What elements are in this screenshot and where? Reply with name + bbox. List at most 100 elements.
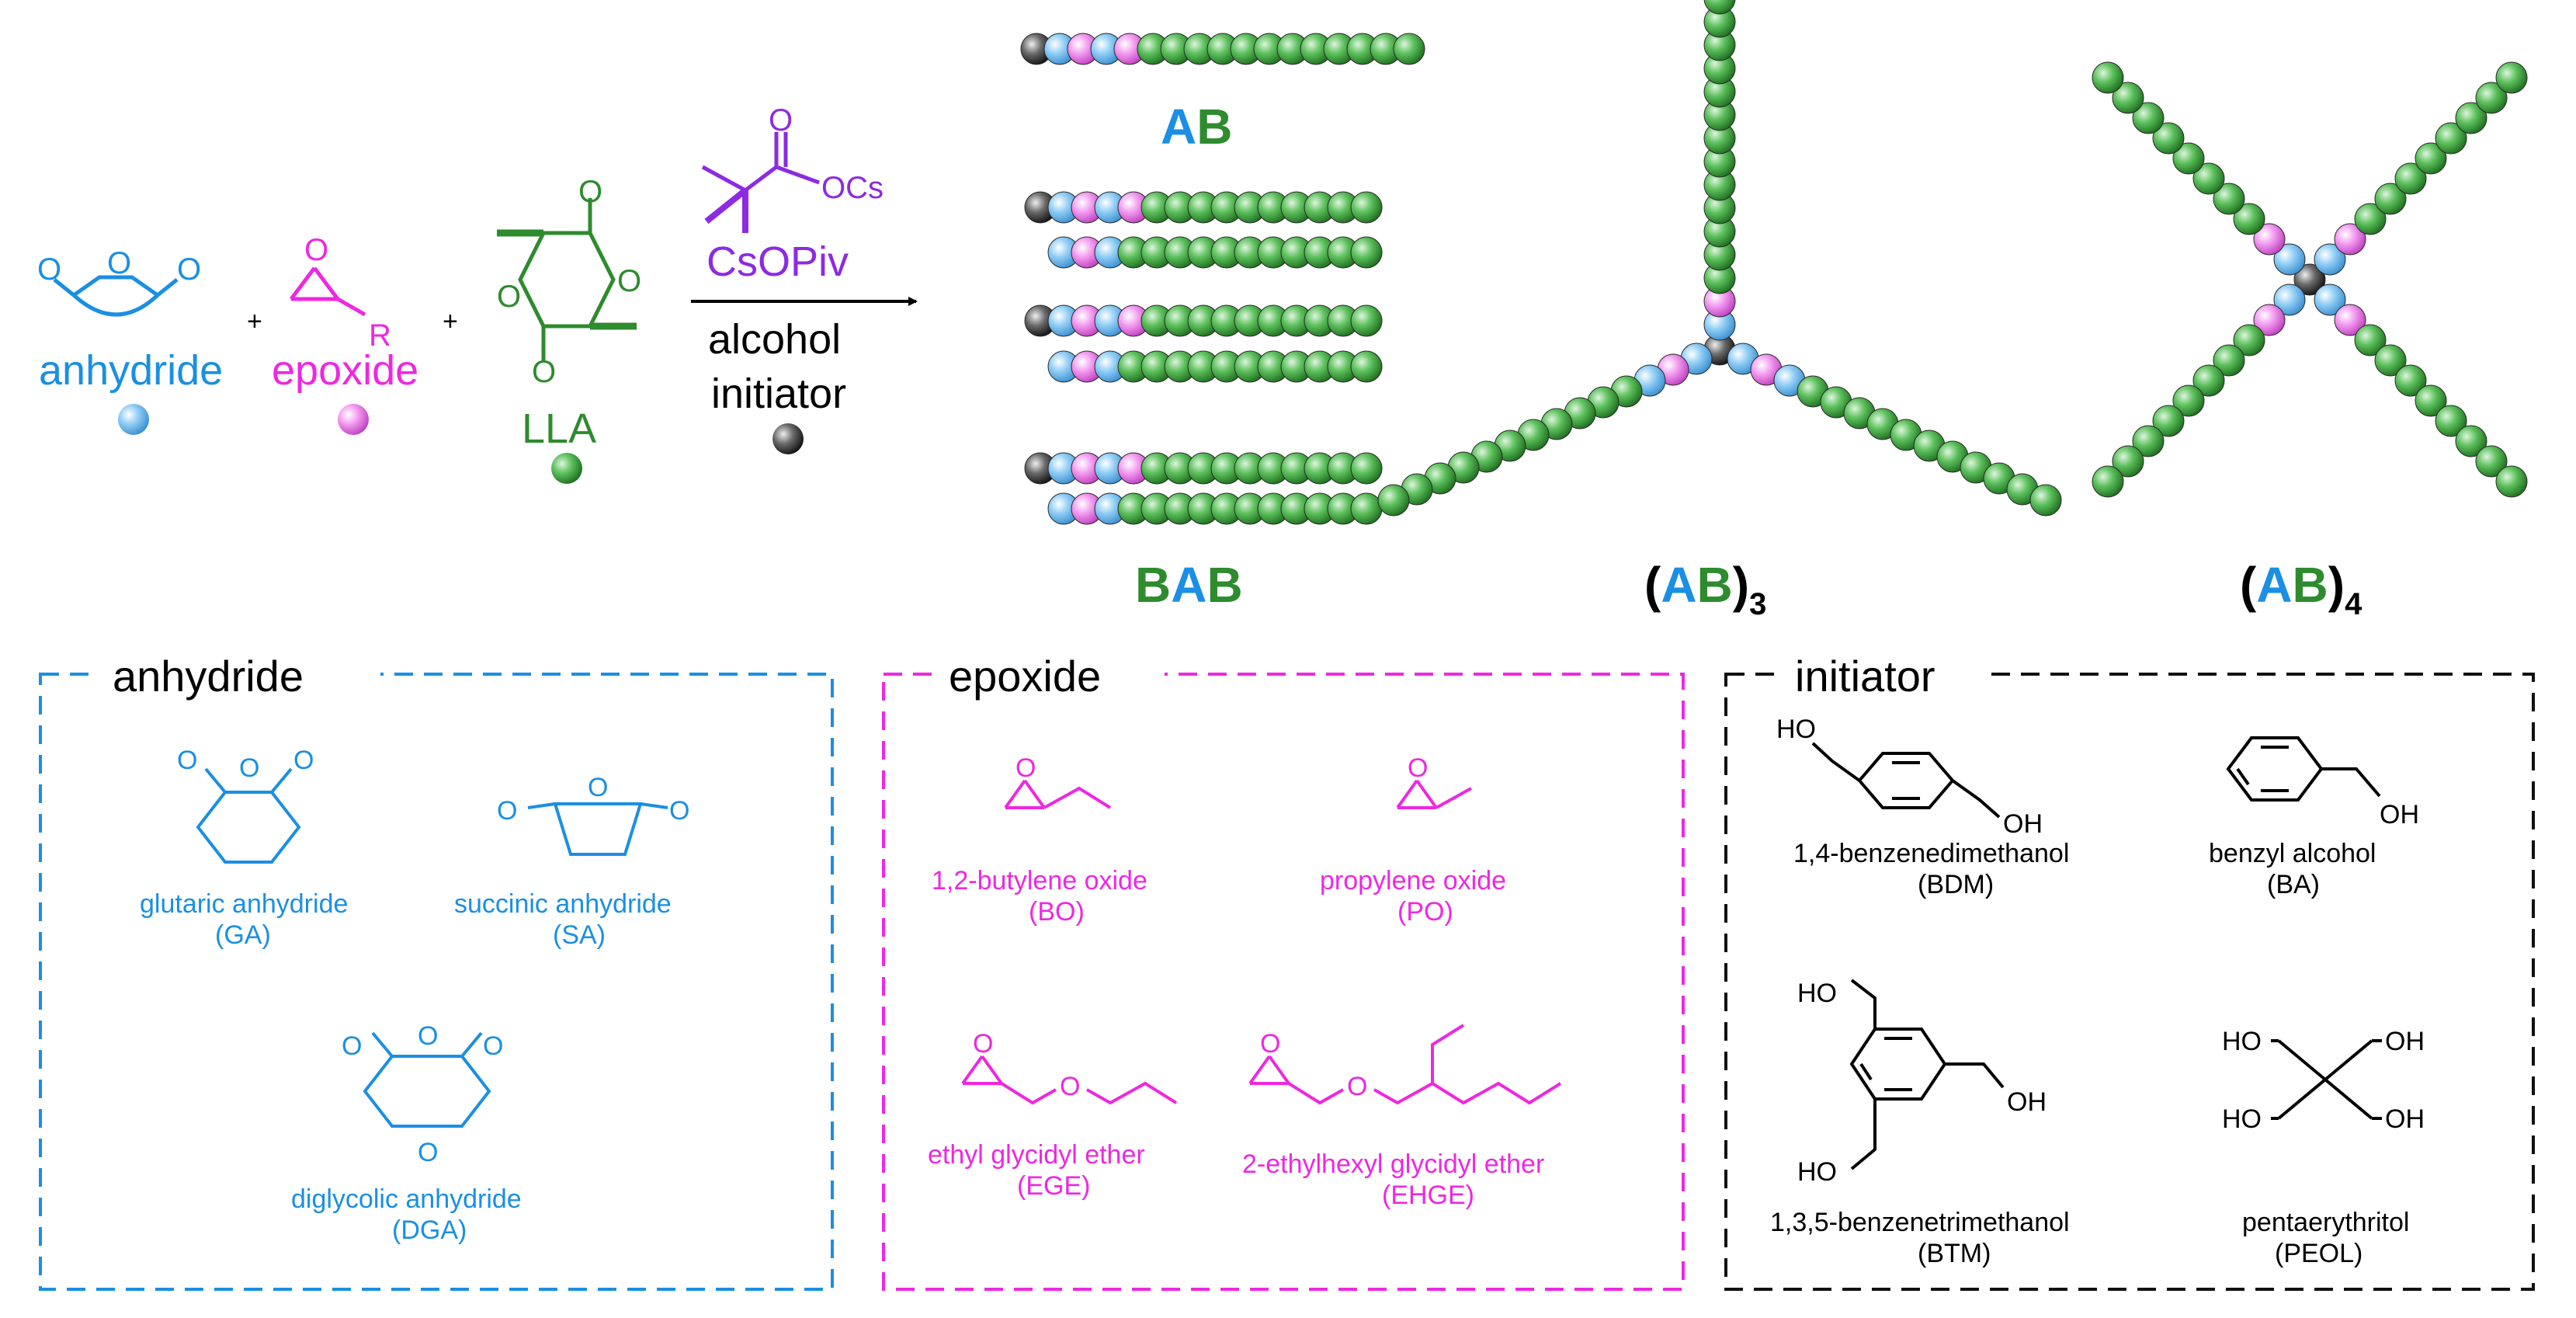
epoxide-bead [2253, 223, 2286, 256]
lla-bead [2455, 425, 2487, 457]
ab4-open: ( [2240, 557, 2257, 613]
ab-label-a: A [1161, 99, 1196, 155]
anhydride-panel-title: anhydride [113, 652, 304, 701]
epoxide-structure [290, 266, 366, 317]
ehge-o-ring: O [1260, 1029, 1280, 1059]
ab4-sub: 4 [2345, 587, 2362, 621]
lla-bead [1703, 0, 1736, 15]
csopiv-structure [701, 132, 820, 233]
initiator-panel: initiator HO OH 1,4-benzenedimethanol (B… [1724, 652, 2535, 1291]
po-name: propylene oxide [1320, 866, 1506, 895]
ehge-abbr: (EHGE) [1382, 1181, 1474, 1210]
glutaric-anhydride-structure [196, 767, 301, 864]
anhydride-o-mid: O [107, 246, 131, 280]
ege-name: ethyl glycidyl ether [928, 1140, 1145, 1170]
dga-abbr: (DGA) [392, 1215, 467, 1245]
btm-name: 1,3,5-benzenetrimethanol [1770, 1208, 2070, 1237]
catalyst-name: CsOPiv [706, 238, 849, 285]
lla-bead [1350, 236, 1383, 269]
ab-label: AB [1161, 99, 1232, 155]
ege-abbr: (EGE) [1017, 1171, 1090, 1201]
bo-o: O [1015, 753, 1036, 783]
ab4-b: B [2293, 557, 2328, 613]
sa-o-left: O [497, 796, 517, 826]
anhydride-structure [53, 275, 179, 317]
lla-bead [2192, 364, 2225, 397]
sa-abbr: (SA) [553, 920, 606, 950]
initiator-bead [772, 423, 804, 454]
ab3-close: ) [1733, 557, 1749, 613]
condition-alcohol: alcohol [708, 316, 841, 363]
dga-o-bottom: O [418, 1138, 438, 1167]
epoxide-label: epoxide [272, 347, 418, 394]
dga-o-right: O [483, 1031, 503, 1061]
peol-structure [2271, 1039, 2382, 1120]
lla-bead [2394, 364, 2427, 397]
lla-bead [2132, 102, 2165, 134]
ga-o-mid: O [239, 753, 259, 783]
catalyst-o: O [769, 103, 793, 137]
polymer-architectures [1020, 0, 2528, 525]
sa-o-right: O [669, 796, 689, 826]
epoxide-bead [2334, 304, 2366, 336]
lla-bead [2233, 324, 2265, 356]
ehge-name: 2-ethylhexyl glycidyl ether [1242, 1149, 1544, 1179]
initiator-panel-title-bg [1778, 652, 1988, 699]
lla-bead [2415, 142, 2447, 175]
lla-bead [2455, 102, 2487, 134]
condition-initiator: initiator [711, 370, 846, 417]
plus-sign-2: + [443, 307, 458, 336]
lla-bead [2374, 344, 2407, 377]
plus-sign-1: + [247, 307, 262, 336]
btm-structure [1849, 979, 2005, 1170]
bab-label-b2: B [1206, 557, 1242, 613]
ege-o-ether: O [1060, 1072, 1080, 1101]
succinic-anhydride-structure [527, 802, 668, 856]
epoxide-panel-border [882, 673, 1685, 1291]
lla-bead [2394, 162, 2427, 195]
anhydride-bead [118, 404, 149, 435]
ege-o-ring: O [973, 1029, 993, 1059]
bdm-name: 1,4-benzenedimethanol [1793, 839, 2069, 868]
lla-bead [2112, 82, 2144, 114]
dga-name: diglycolic anhydride [291, 1184, 522, 1214]
lla-bead [2152, 122, 2185, 155]
peol-ho-top: HO [2222, 1027, 2262, 1056]
lla-bead [2415, 384, 2447, 417]
bdm-oh: OH [2003, 809, 2043, 839]
epoxide-bead [2253, 304, 2286, 336]
lla-bead [1350, 350, 1383, 383]
lla-bead [2475, 445, 2508, 478]
bab-label-b1: B [1135, 557, 1171, 613]
dga-o-left: O [342, 1031, 362, 1061]
ga-o-left: O [177, 746, 197, 775]
ba-structure [2226, 736, 2381, 802]
lla-bead [1350, 191, 1383, 224]
lla-bead [2112, 445, 2144, 478]
bo-name: 1,2-butylene oxide [932, 866, 1147, 895]
anhydride-panel-border [39, 673, 834, 1291]
epoxide-panel-title: epoxide [949, 652, 1101, 701]
lla-bead [2354, 324, 2387, 356]
ab3-b: B [1697, 557, 1733, 613]
lla-bead [2354, 203, 2387, 235]
lla-bead [2435, 405, 2467, 437]
po-structure [1396, 779, 1472, 809]
lla-bead [2374, 183, 2407, 215]
lla-bead [1393, 33, 1425, 65]
ehge-structure [1248, 1024, 1562, 1105]
lla-bead [2172, 142, 2205, 175]
ab3-a: A [1661, 557, 1696, 613]
epoxide-o: O [304, 233, 328, 267]
lla-bead [1350, 452, 1383, 485]
lla-bead [2495, 61, 2528, 94]
ba-name: benzyl alcohol [2209, 839, 2376, 868]
lla-bead [2192, 162, 2225, 195]
lla-bead [2495, 465, 2528, 498]
lla-bead [1350, 304, 1383, 337]
anhydride-panel: anhydride O O O glutaric anhydride (GA) … [39, 652, 834, 1291]
ege-structure [961, 1055, 1178, 1105]
ab-label-b: B [1196, 99, 1232, 155]
lla-o-top: O [578, 175, 602, 209]
ba-oh: OH [2380, 800, 2419, 829]
